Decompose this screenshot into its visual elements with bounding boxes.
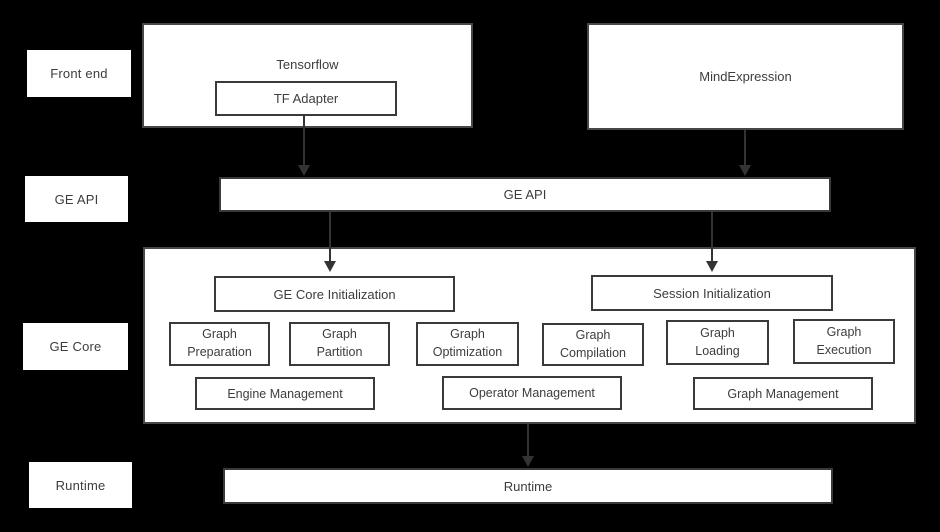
runtime-bar: Runtime xyxy=(223,468,833,504)
engine-management-box: Engine Management xyxy=(195,377,375,410)
graph-loading-line1: Graph xyxy=(700,325,735,340)
arrow-shaft xyxy=(711,212,713,264)
arrow-shaft xyxy=(527,424,529,459)
arrow-shaft xyxy=(744,130,746,168)
arrow-shaft xyxy=(329,212,331,264)
graph-preparation-box: Graph Preparation xyxy=(169,322,270,366)
graph-compilation-line2: Compilation xyxy=(559,345,626,360)
arrow-ge-api-to-ge-core-init-icon xyxy=(324,212,336,272)
session-initialization-box: Session Initialization xyxy=(591,275,833,311)
graph-preparation-line2: Preparation xyxy=(187,345,252,359)
arrow-shaft xyxy=(303,114,305,168)
arrow-head xyxy=(739,165,751,176)
graph-partition-line1: Graph xyxy=(322,327,357,342)
operator-management-box: Operator Management xyxy=(442,376,622,410)
graph-loading-line2: Loading xyxy=(695,343,740,358)
arrow-head xyxy=(706,261,718,272)
graph-optimization-box: Graph Optimization xyxy=(416,322,519,366)
graph-execution-line1: Graph xyxy=(826,324,862,339)
ge-core-initialization-box: GE Core Initialization xyxy=(214,276,455,312)
tensorflow-label: Tensorflow xyxy=(276,57,339,72)
graph-partition-line2: Partition xyxy=(316,345,363,359)
mindexpression-box: MindExpression xyxy=(587,23,904,130)
arrow-ge-core-to-runtime-icon xyxy=(522,424,534,467)
graph-optimization-line2: Optimization xyxy=(432,345,503,359)
graph-management-box: Graph Management xyxy=(693,377,873,410)
arrow-ge-api-to-session-init-icon xyxy=(706,212,718,272)
graph-partition-box: Graph Partition xyxy=(289,322,390,366)
row-label-front-end: Front end xyxy=(27,50,131,97)
graph-execution-line2: Execution xyxy=(816,342,872,357)
graph-preparation-line1: Graph xyxy=(202,327,237,342)
graph-optimization-line1: Graph xyxy=(450,327,485,342)
ge-core-box: GE Core Initialization Session Initializ… xyxy=(143,247,916,424)
tf-adapter-box: TF Adapter xyxy=(215,81,397,116)
arrow-head xyxy=(324,261,336,272)
arrow-tf-adapter-to-ge-api-icon xyxy=(298,114,310,176)
arrow-mindexpression-to-ge-api-icon xyxy=(739,130,751,176)
row-label-ge-api: GE API xyxy=(25,176,128,222)
arrow-head xyxy=(522,456,534,467)
row-label-runtime: Runtime xyxy=(29,462,132,508)
graph-compilation-line1: Graph xyxy=(575,327,611,342)
graph-loading-box: Graph Loading xyxy=(666,320,769,365)
graph-execution-box: Graph Execution xyxy=(793,319,895,364)
graph-compilation-box: Graph Compilation xyxy=(542,323,644,366)
arrow-head xyxy=(298,165,310,176)
row-label-ge-core: GE Core xyxy=(23,323,128,370)
tensorflow-box: Tensorflow TF Adapter xyxy=(142,23,473,128)
ge-api-bar: GE API xyxy=(219,177,831,212)
